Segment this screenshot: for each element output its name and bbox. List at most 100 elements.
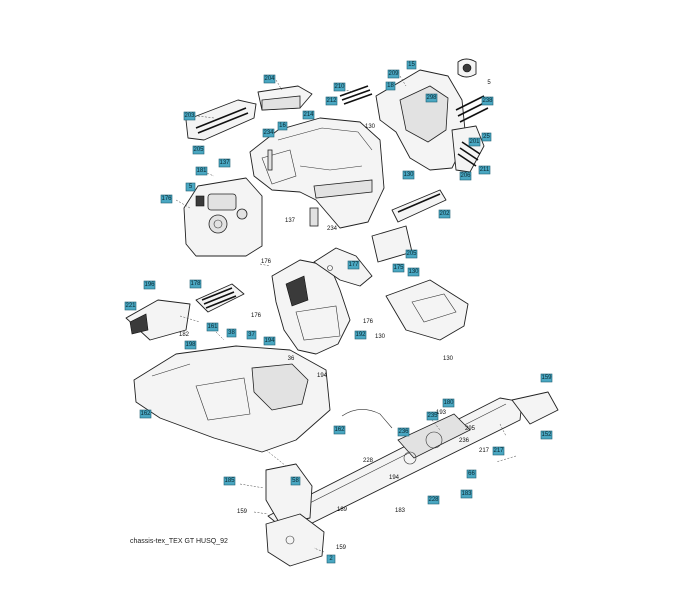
callout-209: 209 bbox=[387, 69, 400, 79]
callout-178: 178 bbox=[189, 279, 202, 289]
diagram-caption: chassis-tex_TEX GT HUSQ_92 bbox=[130, 538, 228, 545]
callout-298: 298 bbox=[425, 93, 438, 103]
svg-text:130: 130 bbox=[403, 172, 414, 178]
svg-text:66: 66 bbox=[468, 471, 475, 477]
callout-152: 152 bbox=[540, 430, 553, 440]
leader-lines bbox=[175, 75, 517, 553]
callout-162: 162 bbox=[139, 409, 152, 419]
svg-text:210: 210 bbox=[334, 84, 345, 90]
callout-210: 210 bbox=[333, 82, 346, 92]
callout-137: 137 bbox=[218, 158, 231, 168]
callout-212: 212 bbox=[325, 96, 338, 106]
callout-15: 15 bbox=[406, 60, 417, 70]
callout-130: 130 bbox=[402, 170, 415, 180]
callout-161: 161 bbox=[206, 322, 219, 332]
battery-cover-grille bbox=[195, 283, 245, 313]
svg-text:15: 15 bbox=[408, 62, 415, 68]
svg-text:130: 130 bbox=[365, 124, 376, 130]
svg-text:234: 234 bbox=[263, 130, 274, 136]
svg-text:182: 182 bbox=[179, 332, 190, 338]
callout-201: 201 bbox=[468, 137, 481, 147]
callout-221: 221 bbox=[124, 301, 137, 311]
svg-text:228: 228 bbox=[363, 458, 374, 464]
callout-159-rear: 159 bbox=[540, 373, 553, 383]
callout-5: 5 bbox=[185, 182, 196, 192]
hood-top-panel bbox=[257, 85, 313, 111]
svg-text:183: 183 bbox=[461, 491, 472, 497]
callout-235: 235 bbox=[426, 411, 439, 421]
svg-text:193: 193 bbox=[436, 410, 447, 416]
svg-text:214: 214 bbox=[303, 112, 314, 118]
front-axle-support bbox=[265, 463, 325, 567]
callout-192: 192 bbox=[354, 330, 367, 340]
svg-text:194: 194 bbox=[389, 475, 400, 481]
svg-text:159: 159 bbox=[541, 375, 552, 381]
callout-204: 204 bbox=[263, 74, 276, 84]
svg-text:180: 180 bbox=[443, 400, 454, 406]
svg-text:235: 235 bbox=[427, 413, 438, 419]
callout-228: 228 bbox=[427, 495, 440, 505]
svg-text:36: 36 bbox=[288, 356, 295, 362]
svg-text:209: 209 bbox=[388, 71, 399, 77]
wire-harness bbox=[341, 409, 393, 429]
svg-text:130: 130 bbox=[408, 269, 419, 275]
svg-text:201: 201 bbox=[469, 139, 480, 145]
left-dash-panel bbox=[185, 99, 257, 141]
callout-177: 177 bbox=[347, 260, 360, 270]
dashboard-panel bbox=[183, 177, 263, 257]
svg-text:212: 212 bbox=[326, 98, 337, 104]
svg-text:2: 2 bbox=[329, 556, 333, 562]
steering-support-frame bbox=[271, 259, 351, 355]
callout-214: 214 bbox=[302, 110, 315, 120]
svg-text:18: 18 bbox=[387, 83, 394, 89]
callout-206: 206 bbox=[459, 171, 472, 181]
callout-18: 18 bbox=[385, 81, 396, 91]
callout-238: 238 bbox=[481, 96, 494, 106]
right-front-nose-assembly bbox=[375, 69, 489, 173]
svg-text:58: 58 bbox=[292, 478, 299, 484]
svg-text:238: 238 bbox=[482, 98, 493, 104]
callout-196: 196 bbox=[143, 280, 156, 290]
callout-16: 16 bbox=[277, 121, 288, 131]
svg-text:130: 130 bbox=[375, 334, 386, 340]
svg-text:5: 5 bbox=[487, 80, 491, 86]
svg-text:159: 159 bbox=[336, 545, 347, 551]
right-floor-panel bbox=[385, 279, 469, 341]
steering-bracket bbox=[313, 247, 373, 287]
callout-58: 58 bbox=[290, 476, 301, 486]
callout-25: 25 bbox=[481, 132, 492, 142]
husqvarna-emblem bbox=[457, 58, 477, 78]
svg-text:206: 206 bbox=[460, 173, 471, 179]
callout-203: 203 bbox=[183, 111, 196, 121]
callout-234: 234 bbox=[262, 128, 275, 138]
svg-text:37: 37 bbox=[248, 332, 255, 338]
svg-text:159: 159 bbox=[237, 509, 248, 515]
callout-37: 37 bbox=[246, 330, 257, 340]
svg-text:236: 236 bbox=[398, 429, 409, 435]
callout-198: 198 bbox=[184, 340, 197, 350]
hood-main-body bbox=[249, 117, 385, 229]
svg-text:137: 137 bbox=[285, 218, 296, 224]
callout-181: 181 bbox=[195, 166, 208, 176]
svg-text:194: 194 bbox=[264, 338, 275, 344]
callout-38: 38 bbox=[226, 328, 237, 338]
svg-text:205: 205 bbox=[193, 147, 204, 153]
callout-183: 183 bbox=[460, 489, 473, 499]
svg-text:217: 217 bbox=[479, 448, 490, 454]
svg-text:176: 176 bbox=[363, 319, 374, 325]
svg-text:228: 228 bbox=[428, 497, 439, 503]
callout-205: 205 bbox=[405, 249, 418, 259]
svg-text:177: 177 bbox=[348, 262, 359, 268]
svg-text:181: 181 bbox=[196, 168, 207, 174]
callout-185: 185 bbox=[223, 476, 236, 486]
callout-162b: 162 bbox=[333, 425, 346, 435]
svg-text:161: 161 bbox=[207, 324, 218, 330]
svg-text:236: 236 bbox=[459, 438, 470, 444]
callout-194: 194 bbox=[263, 336, 276, 346]
callout-202: 202 bbox=[438, 209, 451, 219]
svg-text:130: 130 bbox=[443, 356, 454, 362]
callout-176-dash: 176 bbox=[160, 194, 173, 204]
svg-text:196: 196 bbox=[144, 282, 155, 288]
svg-text:25: 25 bbox=[483, 134, 490, 140]
plain-labels: 5 130 137 234 176 176 176 130 130 182 36… bbox=[179, 80, 491, 551]
